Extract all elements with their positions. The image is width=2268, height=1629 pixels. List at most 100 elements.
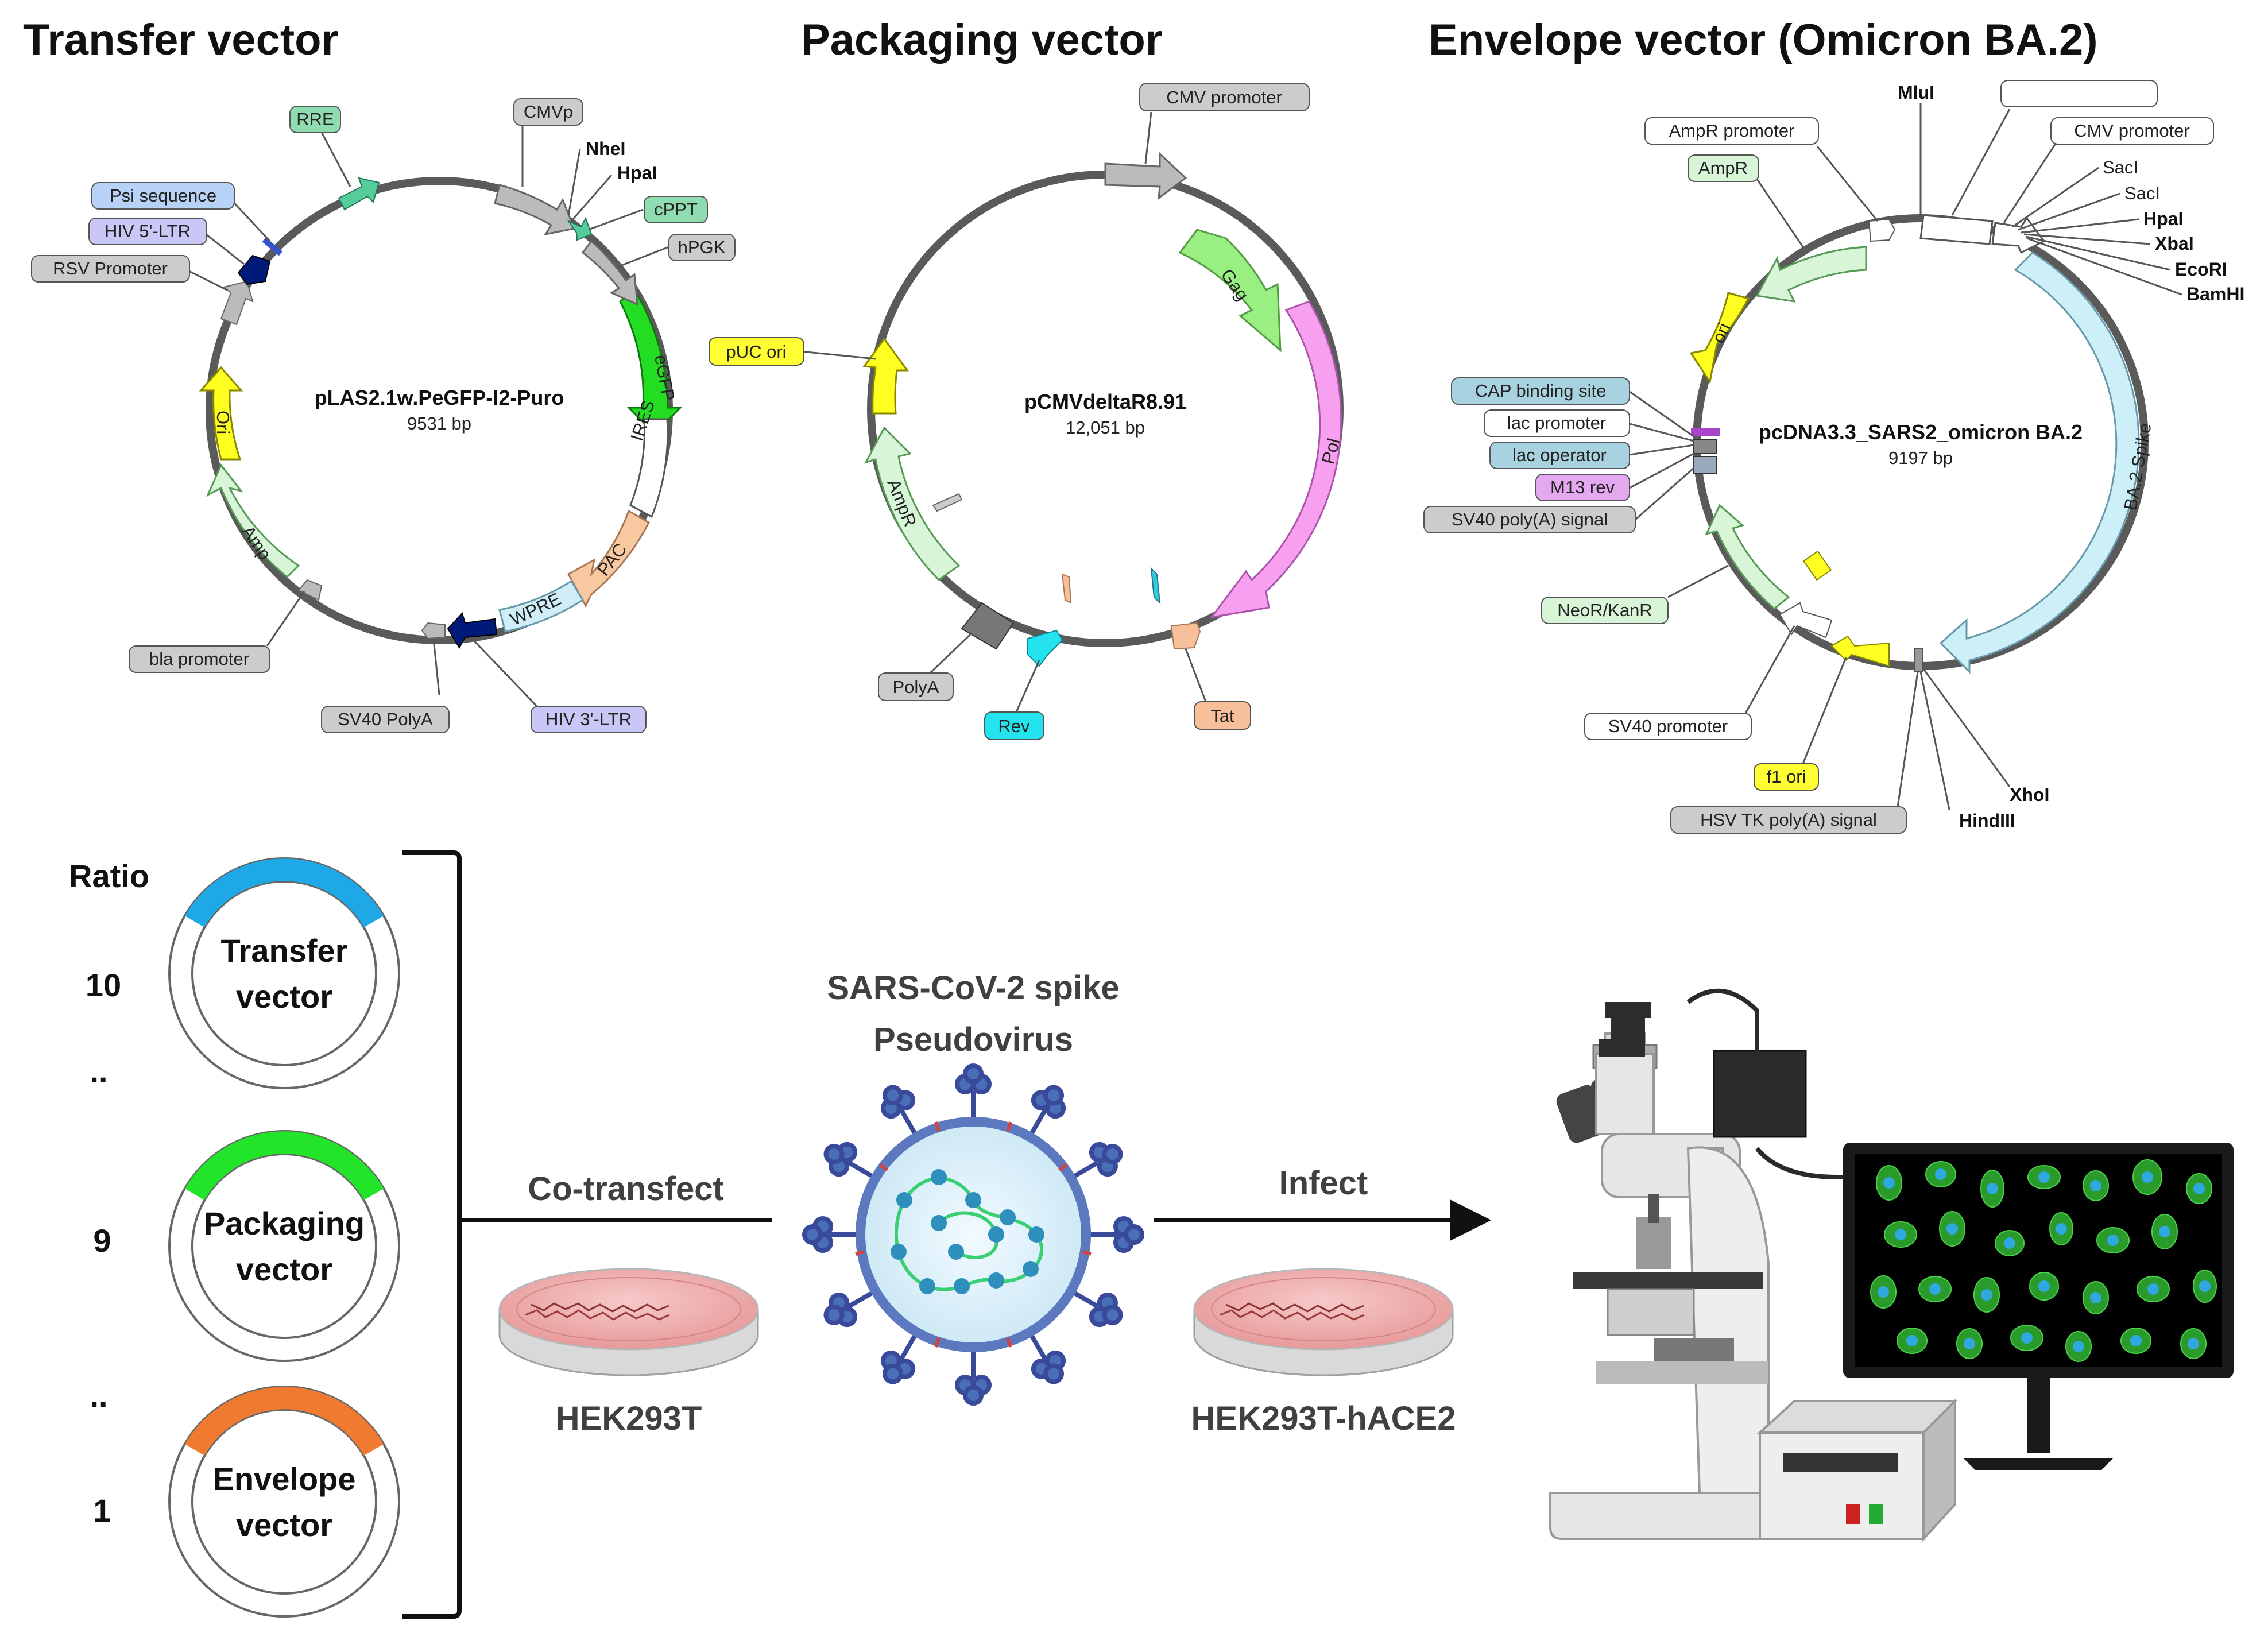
envelope-label-xbai: XbaI bbox=[2023, 233, 2194, 254]
packaging-gag-feature bbox=[1178, 229, 1282, 353]
infect-label: Infect bbox=[1279, 1164, 1368, 1202]
packaging-plasmid: Gag Pol AmpR pCMVdeltaR8.91 12,051 bp CM… bbox=[709, 83, 1344, 740]
svg-text:vector: vector bbox=[236, 978, 332, 1015]
transfer-sv40-feature bbox=[421, 622, 446, 640]
packaging-tat-feature bbox=[1170, 622, 1201, 650]
svg-text:CMVp: CMVp bbox=[524, 102, 573, 122]
hek293t-hace2-label: HEK293T-hACE2 bbox=[1191, 1400, 1456, 1437]
envelope-marker-yellow bbox=[1802, 550, 1832, 581]
transfer-bla-feature bbox=[297, 579, 323, 601]
svg-text:PolyA: PolyA bbox=[893, 677, 939, 697]
envelope-label-hpai: HpaI bbox=[2021, 208, 2183, 234]
svg-text:SV40 PolyA: SV40 PolyA bbox=[338, 709, 433, 729]
envelope-lac-feature bbox=[1693, 439, 1717, 454]
envelope-label-f1: f1 ori bbox=[1754, 657, 1847, 791]
svg-text:M13 rev: M13 rev bbox=[1550, 477, 1615, 497]
envelope-label-sv40pa: SV40 poly(A) signal bbox=[1423, 467, 1694, 533]
svg-text:CMV promoter: CMV promoter bbox=[1166, 87, 1282, 107]
envelope-label-saci-1: SacI bbox=[2012, 157, 2138, 228]
packaging-arc bbox=[185, 1131, 384, 1200]
transfer-label-hpgk: hPGK bbox=[617, 234, 736, 268]
envelope-label-neor: NeoR/KanR bbox=[1541, 564, 1729, 624]
svg-text:NeoR/KanR: NeoR/KanR bbox=[1557, 600, 1652, 620]
envelope-label-xhoi: XhoI bbox=[1922, 668, 2049, 805]
svg-text:lac promoter: lac promoter bbox=[1507, 413, 1606, 433]
transfer-label-ltr3: HIV 3'-LTR bbox=[470, 636, 647, 733]
svg-text:BamHI: BamHI bbox=[2186, 284, 2244, 304]
packaging-cmv-feature bbox=[1104, 152, 1187, 200]
envelope-vector-title: Envelope vector (Omicron BA.2) bbox=[1429, 16, 2098, 64]
envelope-label-hsv: HSV TK poly(A) signal bbox=[1670, 671, 1919, 834]
hek293t-dish bbox=[498, 1268, 759, 1376]
packaging-plasmid-name: pCMVdeltaR8.91 bbox=[1024, 390, 1186, 413]
hek293t-hace2-dish bbox=[1193, 1268, 1454, 1376]
transfer-arc bbox=[185, 858, 384, 927]
svg-text:Psi sequence: Psi sequence bbox=[110, 185, 216, 206]
envelope-plasmid: BA.2 Spike ori pcDNA3.3_SARS2_omicron BA… bbox=[1423, 80, 2244, 834]
envelope-label-laco: lac operator bbox=[1489, 442, 1694, 469]
ratio-transfer-value: 10 bbox=[86, 967, 121, 1003]
ratio-envelope-value: 1 bbox=[93, 1492, 111, 1529]
ratio-packaging-value: 9 bbox=[93, 1222, 111, 1259]
svg-text:SV40 promoter: SV40 promoter bbox=[1608, 716, 1728, 736]
packaging-label-polya: PolyA bbox=[878, 633, 972, 701]
transfer-label-cppt: cPPT bbox=[588, 196, 708, 231]
packaging-label-puc: pUC ori bbox=[709, 337, 876, 366]
svg-text:Packaging: Packaging bbox=[204, 1205, 365, 1241]
transfer-label-cmvp: CMVp bbox=[513, 98, 583, 187]
packaging-pol-feature bbox=[1209, 300, 1342, 619]
envelope-label-cap: CAP binding site bbox=[1451, 377, 1694, 438]
pseudovirus-title-line2: Pseudovirus bbox=[873, 1021, 1073, 1058]
svg-text:bla promoter: bla promoter bbox=[149, 649, 249, 669]
ratio-label: Ratio bbox=[69, 858, 149, 894]
transfer-label-sv40polya: SV40 PolyA bbox=[321, 638, 450, 733]
svg-text:cPPT: cPPT bbox=[654, 199, 698, 219]
svg-text:MluI: MluI bbox=[1898, 82, 1934, 103]
envelope-m13-feature bbox=[1691, 428, 1720, 436]
svg-text:Tat: Tat bbox=[1210, 706, 1234, 726]
envelope-label-ecori: EcoRI bbox=[2025, 235, 2227, 280]
svg-text:HIV 5'-LTR: HIV 5'-LTR bbox=[105, 221, 191, 241]
envelope-label-ampr-promoter: AmpR promoter bbox=[1644, 117, 1879, 222]
svg-text:HindIII: HindIII bbox=[1959, 810, 2015, 831]
transfer-label-nhei: NheI bbox=[567, 138, 625, 216]
packaging-polya-feature bbox=[961, 602, 1015, 650]
svg-text:CMV promoter: CMV promoter bbox=[2074, 121, 2190, 141]
packaging-label-rev: Rev bbox=[984, 660, 1044, 740]
packaging-label-tat: Tat bbox=[1185, 648, 1251, 730]
envelope-cmv-enhancer-feature bbox=[1919, 214, 1994, 245]
transfer-plasmid: eGFP IRES PAC WPRE Amp Ori bbox=[31, 98, 736, 733]
transfer-label-ltr5: HIV 5'-LTR bbox=[88, 218, 245, 265]
svg-text:RRE: RRE bbox=[296, 109, 334, 129]
packaging-ampr-feature bbox=[864, 426, 961, 581]
svg-text:NheI: NheI bbox=[586, 138, 625, 159]
transfer-label-bla: bla promoter bbox=[129, 591, 305, 673]
envelope-neor-feature bbox=[1705, 504, 1790, 610]
envelope-label-lacp: lac promoter bbox=[1484, 409, 1694, 442]
envelope-label-cmv-promoter: CMV promoter bbox=[2003, 117, 2214, 223]
svg-text:RSV Promoter: RSV Promoter bbox=[53, 258, 168, 278]
envelope-label-sv40p: SV40 promoter bbox=[1584, 625, 1795, 740]
packaging-plasmid-size: 12,051 bp bbox=[1066, 417, 1145, 438]
envelope-sv40pa-feature bbox=[1693, 456, 1717, 474]
cotransfect-label: Co-transfect bbox=[528, 1170, 724, 1208]
svg-text:EcoRI: EcoRI bbox=[2175, 259, 2227, 280]
svg-text:XbaI: XbaI bbox=[2155, 233, 2194, 254]
transfer-ltr3-feature bbox=[447, 612, 498, 649]
ratio-separator-1: .. bbox=[90, 1053, 107, 1089]
packaging-marker-2 bbox=[1061, 573, 1072, 604]
envelope-label-ampr: AmpR bbox=[1688, 154, 1804, 247]
envelope-ori-feature bbox=[1689, 292, 1750, 384]
svg-text:pUC ori: pUC ori bbox=[726, 342, 786, 362]
svg-text:Transfer: Transfer bbox=[221, 932, 348, 969]
transfer-amp-feature bbox=[206, 463, 300, 579]
envelope-plasmid-size: 9197 bp bbox=[1888, 448, 1953, 468]
envelope-label-cmv-enhancer bbox=[1951, 80, 2158, 216]
transfer-cppt-feature bbox=[567, 216, 593, 241]
envelope-ampr-promoter-feature bbox=[1868, 218, 1896, 242]
transfer-psi-feature bbox=[262, 237, 283, 256]
pseudovirus-title-line1: SARS-CoV-2 spike bbox=[827, 969, 1119, 1007]
transfer-label-hpai: HpaI bbox=[570, 162, 657, 222]
